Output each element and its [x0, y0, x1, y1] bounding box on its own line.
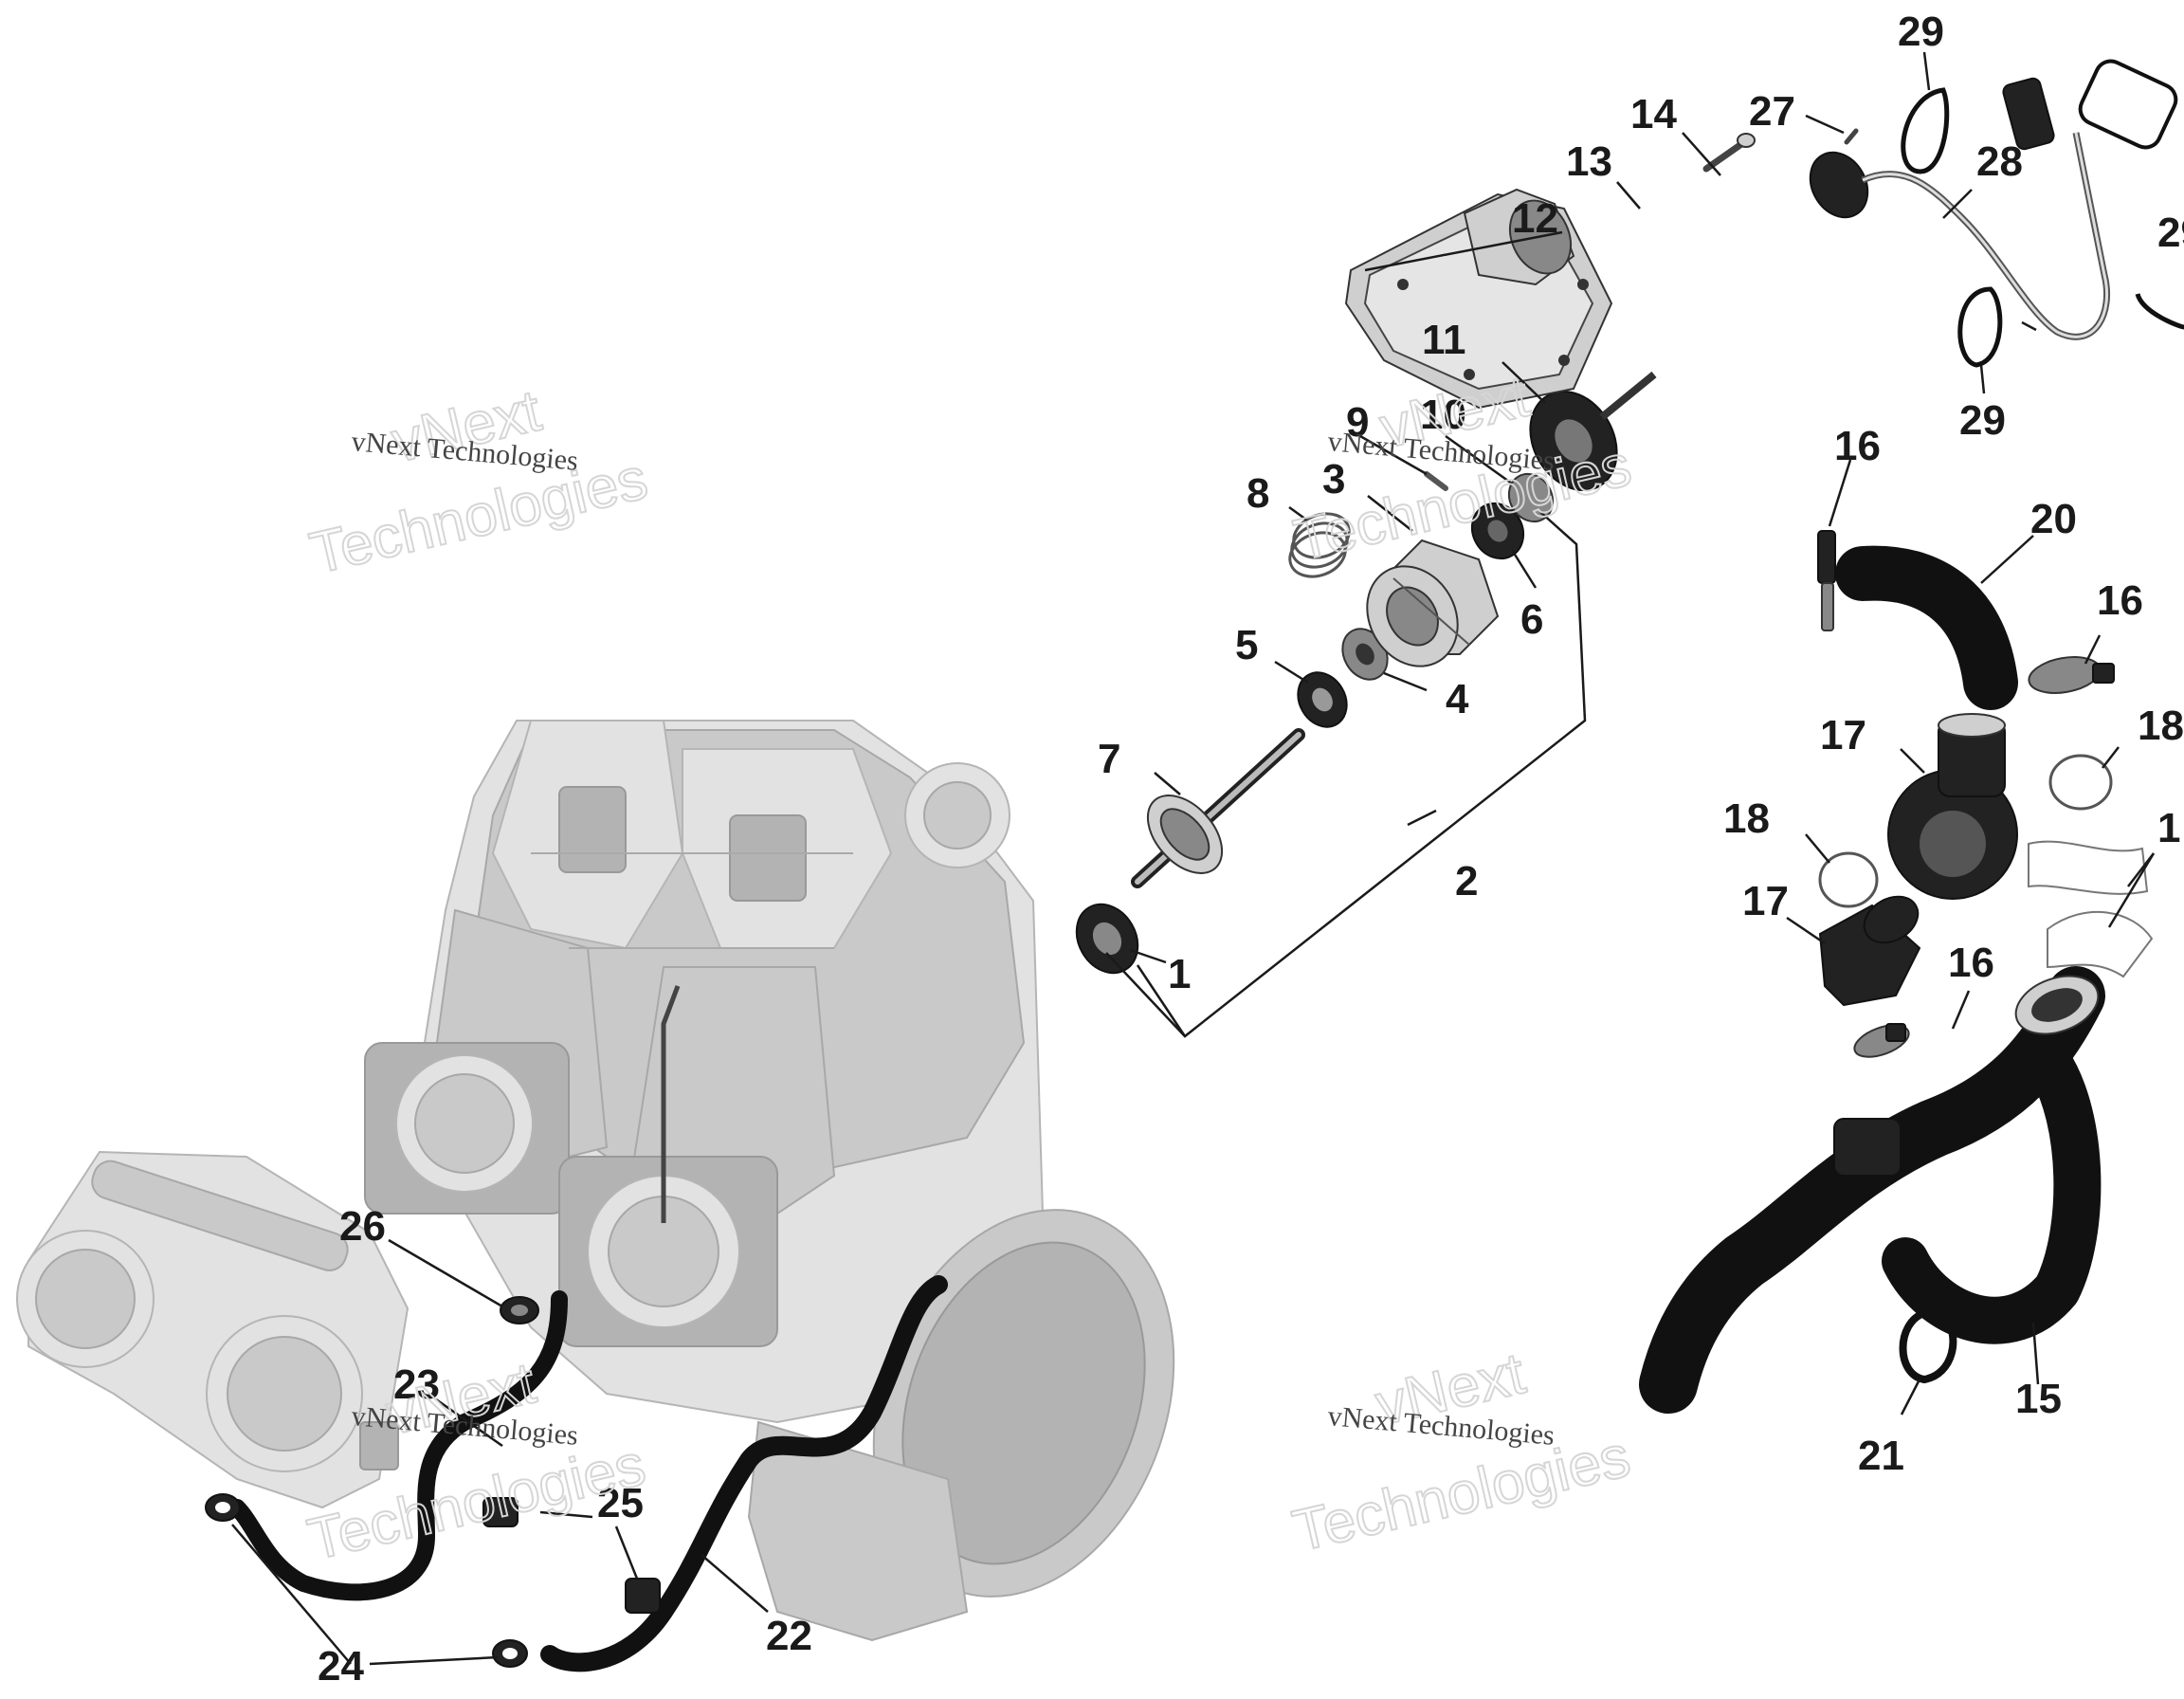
- throttle-body-assembly: [16, 1150, 410, 1509]
- callout-13: 13: [1566, 138, 1612, 185]
- screw-27: [1844, 128, 1859, 145]
- callout-4: 4: [1446, 676, 1469, 722]
- watermark-4: vNext Technologies: [1286, 1340, 1637, 1565]
- callout-27: 27: [1749, 88, 1795, 135]
- sensor-harness-28: [1809, 59, 2178, 340]
- spring-8: [1288, 512, 1351, 578]
- thermostat-17b: [1818, 895, 1921, 1007]
- pump-housing-3: [1366, 539, 1500, 667]
- callout-numbers: 1 2 3 4 5 6 7 8 9 10 11 12 13 14 15 16 1…: [318, 9, 2184, 1690]
- callout-28: 28: [1976, 138, 2023, 185]
- watermark-4-big-bottom: Technologies: [1287, 1423, 1636, 1564]
- callout-8: 8: [1247, 470, 1269, 517]
- cable-tie-29c: [2135, 293, 2184, 330]
- callout-26: 26: [339, 1203, 386, 1250]
- clamp-24b: [492, 1639, 528, 1668]
- callout-2: 2: [1455, 858, 1478, 904]
- pin-9: [1424, 471, 1448, 491]
- watermark-1: vNext Technologies: [303, 377, 654, 588]
- bearing-1: [1075, 903, 1139, 975]
- thermostat-housing-17: [1887, 713, 2018, 900]
- callout-10: 10: [1420, 392, 1466, 438]
- callout-18b: 18: [1723, 795, 1770, 842]
- impeller-11: [1529, 371, 1657, 492]
- clamp-16a: [1817, 530, 1836, 631]
- radiator-hose-15: [1639, 966, 2105, 1414]
- callout-23: 23: [393, 1361, 440, 1408]
- callout-5: 5: [1235, 622, 1258, 668]
- callout-3: 3: [1322, 456, 1345, 502]
- callout-17b: 17: [1742, 878, 1789, 924]
- clamp-24a: [205, 1493, 241, 1522]
- o-ring-18a: [2048, 754, 2113, 811]
- callout-14: 14: [1630, 91, 1677, 137]
- clamp-21: [1899, 1309, 1957, 1384]
- callout-29b: 29: [1959, 397, 2006, 444]
- fitting-25b: [625, 1578, 661, 1614]
- bolt-14: [1702, 133, 1756, 173]
- engine-assembly: [364, 720, 1175, 1642]
- callout-9: 9: [1346, 399, 1369, 446]
- callout-24: 24: [318, 1643, 364, 1690]
- callout-21: 21: [1858, 1433, 1904, 1479]
- washer-10: [1507, 472, 1555, 523]
- pump-cover-13: [1344, 188, 1613, 410]
- callout-7: 7: [1098, 736, 1120, 782]
- callout-29c: 29: [2157, 210, 2184, 256]
- callout-22: 22: [766, 1613, 812, 1659]
- callout-17a: 17: [1820, 712, 1866, 758]
- fitting-25a: [482, 1497, 519, 1527]
- callout-16c: 16: [1948, 940, 1994, 986]
- callout-6: 6: [1520, 596, 1543, 643]
- callout-12: 12: [1512, 195, 1558, 242]
- callout-29a: 29: [1898, 9, 1944, 55]
- callout-1: 1: [1168, 951, 1191, 997]
- elbow-hose-20: [1835, 545, 2018, 710]
- callout-25: 25: [597, 1480, 644, 1526]
- pump-shaft-7: [1131, 728, 1305, 888]
- cable-tie-29b: [1957, 286, 2003, 368]
- callout-11: 11: [1422, 317, 1466, 363]
- gasket-19b: [2047, 910, 2154, 978]
- callout-15: 15: [2015, 1376, 2062, 1422]
- clamp-26: [500, 1296, 539, 1324]
- clamp-16c: [1853, 1023, 1910, 1058]
- o-ring-18b: [1818, 851, 1879, 908]
- callout-16a: 16: [1834, 423, 1881, 469]
- engine-throttle-body-right: [558, 1156, 778, 1347]
- clamp-16b: [2028, 656, 2115, 694]
- cable-tie-29a: [1901, 87, 1950, 174]
- callout-20: 20: [2030, 496, 2077, 542]
- coolant-hose-22: [540, 1275, 948, 1672]
- callout-19: 1: [2157, 805, 2180, 851]
- vent-hose-23: [228, 1290, 568, 1601]
- gasket-19a: [2028, 840, 2149, 895]
- callout-18a: 18: [2138, 703, 2184, 749]
- engine-throttle-body-left: [364, 1042, 570, 1215]
- leader-lines: [231, 51, 2156, 1666]
- callout-16b: 16: [2097, 577, 2143, 624]
